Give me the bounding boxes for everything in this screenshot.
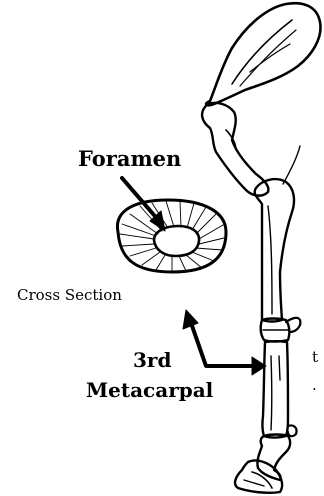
humerus-bone: [202, 103, 268, 196]
radius-bone: [255, 146, 300, 322]
phalanges-and-hoof: [235, 425, 296, 492]
third-metacarpal-bone: [262, 341, 288, 437]
cross-section-diagram: [117, 200, 226, 272]
cropped-text-fragment: t: [312, 348, 318, 366]
foramen-arrow: [122, 178, 165, 231]
cross-section-label: Cross Section: [17, 286, 122, 304]
metacarpal-label-line2: Metacarpal: [86, 378, 213, 402]
metacarpal-arrow: [183, 310, 266, 375]
cropped-text-fragment: .: [312, 376, 317, 394]
scapula-bone: [206, 3, 320, 105]
metacarpal-label-line1: 3rd: [133, 348, 171, 372]
foramen-label: Foramen: [78, 146, 181, 171]
